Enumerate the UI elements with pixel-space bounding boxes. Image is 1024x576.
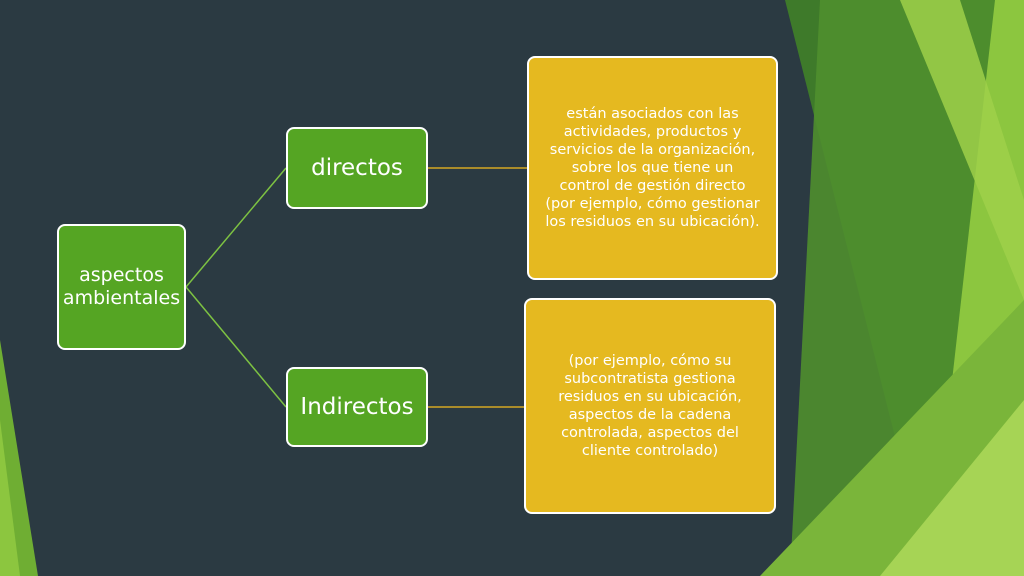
decor-stripe-bright bbox=[900, 0, 1024, 300]
branch-node-directos: directos bbox=[286, 127, 428, 209]
decor-triangle-bottom-light bbox=[880, 400, 1024, 576]
description-text-indirectos: (por ejemplo, cómo su subcontratista ges… bbox=[558, 352, 742, 460]
description-text-directos: están asociados con las actividades, pro… bbox=[545, 105, 760, 231]
connector-root-directos bbox=[185, 167, 287, 288]
root-node: aspectos ambientales bbox=[57, 224, 186, 350]
branch-label-directos: directos bbox=[311, 155, 403, 181]
decor-left-sliver-light bbox=[0, 420, 20, 576]
connector-root-indirectos bbox=[185, 286, 287, 408]
description-node-indirectos: (por ejemplo, cómo su subcontratista ges… bbox=[524, 298, 776, 514]
branch-node-indirectos: Indirectos bbox=[286, 367, 428, 447]
branch-label-indirectos: Indirectos bbox=[300, 394, 414, 420]
root-label: aspectos ambientales bbox=[62, 264, 181, 309]
description-node-directos: están asociados con las actividades, pro… bbox=[527, 56, 778, 280]
